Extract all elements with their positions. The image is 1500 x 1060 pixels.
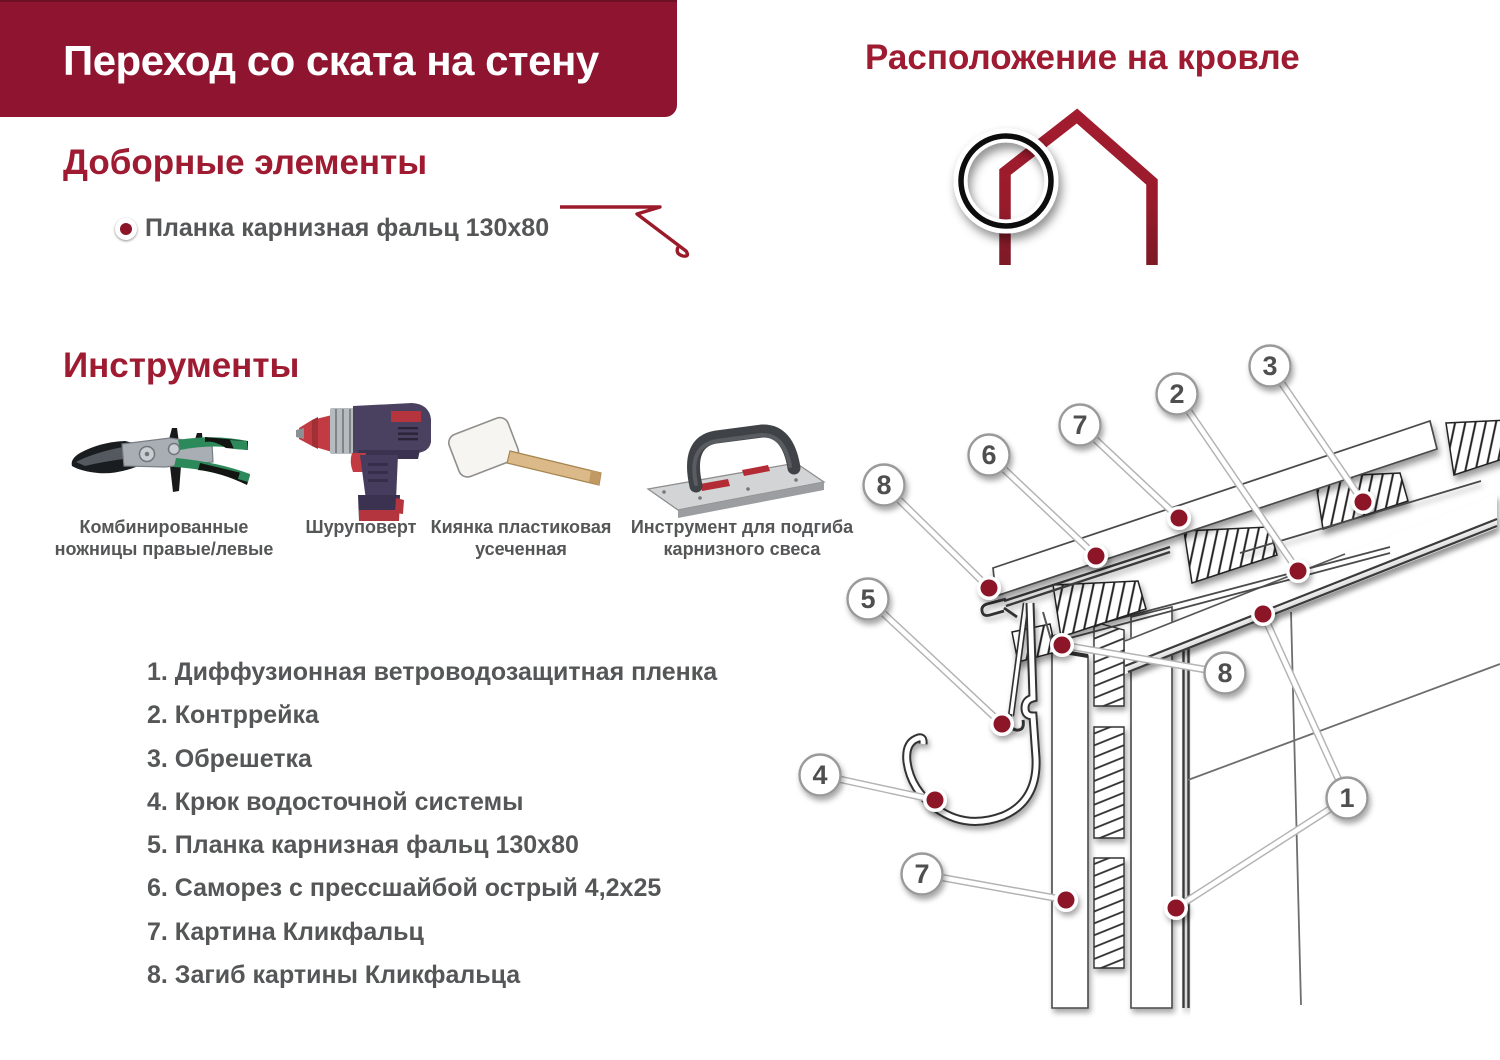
- svg-text:7: 7: [914, 859, 929, 889]
- svg-text:1: 1: [1339, 783, 1354, 813]
- svg-text:2: 2: [1169, 379, 1184, 409]
- svg-text:7: 7: [1072, 410, 1087, 440]
- svg-text:4: 4: [812, 760, 827, 790]
- svg-text:6: 6: [981, 440, 996, 470]
- svg-text:8: 8: [876, 470, 891, 500]
- svg-text:8: 8: [1217, 658, 1232, 688]
- svg-text:5: 5: [860, 584, 875, 614]
- svg-text:3: 3: [1262, 351, 1277, 381]
